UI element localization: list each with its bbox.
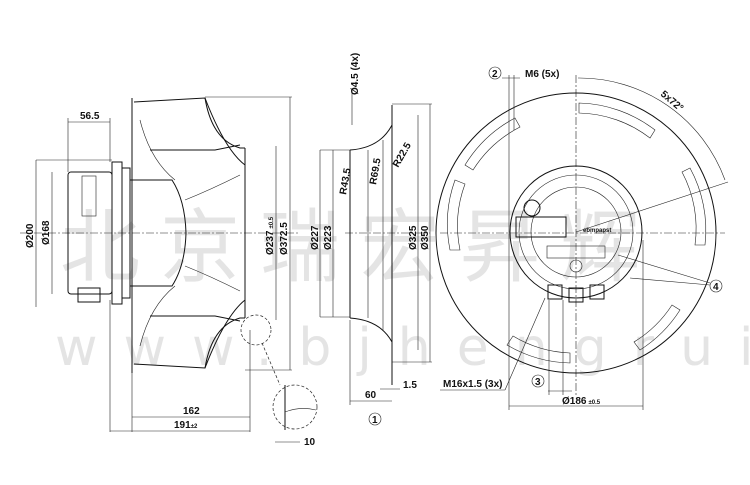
dim-r22-5: R22.5 xyxy=(391,141,414,170)
callout-3: 3 xyxy=(535,377,541,388)
dim-dia-237-tolerance: ±0.5 xyxy=(269,216,275,228)
dim-dia-325: Ø325 xyxy=(408,225,419,250)
watermark-url: www.bjhengrui.cn xyxy=(55,318,750,378)
dim-m6-5x: M6 (5x) xyxy=(525,69,559,80)
dim-dia-168: Ø168 xyxy=(41,220,52,245)
dim-m16-3x: M16x1.5 (3x) xyxy=(443,379,502,390)
dim-dia-200: Ø200 xyxy=(25,223,36,248)
callout-1: 1 xyxy=(372,415,378,426)
dim-60: 60 xyxy=(365,390,377,401)
dim-191: 191 xyxy=(174,420,191,431)
svg-text:Ø186±0.5: Ø186±0.5 xyxy=(562,396,601,407)
dim-dia-372: Ø372.5 xyxy=(279,222,290,255)
brand-label: ebmpapst xyxy=(583,228,611,234)
dim-1-5: 1.5 xyxy=(403,380,417,391)
dim-dia-223: Ø223 xyxy=(323,225,334,250)
dim-191-tolerance: ±2 xyxy=(191,424,198,430)
dim-dia-186-tolerance: ±0.5 xyxy=(588,400,600,406)
dim-dia-350: Ø350 xyxy=(420,225,431,250)
side-view: 56.5 Ø200 Ø168 Ø237 ±0.5 Ø372.5 162 191±2… xyxy=(20,96,318,448)
svg-text:191±2: 191±2 xyxy=(174,420,198,431)
front-view: ebmpapst 2 M6 (5x) 5x72° 4 M16x1.5 (3x) … xyxy=(435,66,729,410)
callout-4: 4 xyxy=(713,282,719,293)
watermark: 北京瑞宏昇辉 www.bjhengrui.cn xyxy=(55,201,750,378)
watermark-chinese: 北京瑞宏昇辉 xyxy=(60,201,660,294)
dim-162: 162 xyxy=(183,406,200,417)
dim-r69-5: R69.5 xyxy=(368,157,384,186)
dim-r43-5: R43.5 xyxy=(338,167,354,196)
dim-detail-10: 10 xyxy=(304,437,316,448)
callout-2: 2 xyxy=(492,69,498,80)
dim-dia-237: Ø237 xyxy=(265,230,276,255)
dim-angle-5x72: 5x72° xyxy=(658,89,685,114)
dim-hole-4x: Ø4.5 (4x) xyxy=(350,53,361,95)
dim-dia-186: Ø186 xyxy=(562,396,587,407)
svg-text:Ø237±0.5: Ø237 ±0.5 xyxy=(265,216,276,255)
dim-motor-depth: 56.5 xyxy=(80,111,100,122)
dim-dia-227: Ø227 xyxy=(310,225,321,250)
